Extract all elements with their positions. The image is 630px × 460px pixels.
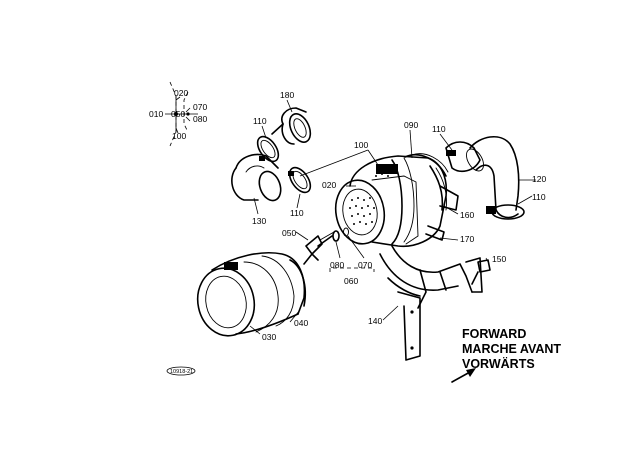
filter-mesh	[349, 173, 389, 225]
inlet-elbow-130	[231, 153, 282, 202]
part-label-040: 040	[294, 318, 308, 328]
part-label-150: 150	[492, 254, 506, 264]
part-label-060: 060	[344, 276, 358, 286]
hose-180	[271, 107, 312, 145]
outlet-clamp-screw	[486, 206, 496, 214]
part-label-080: 080	[330, 260, 344, 270]
part-label-130: 130	[252, 216, 266, 226]
forward-arrow-icon	[451, 368, 476, 383]
part-label-050: 050	[171, 109, 185, 119]
part-label-180: 180	[280, 90, 294, 100]
part-label-120: 120	[532, 174, 546, 184]
wing-nut-050	[303, 231, 335, 265]
outlet-hose-120	[445, 136, 525, 220]
part-label-100: 100	[172, 131, 186, 141]
part-label-110: 110	[532, 192, 546, 202]
direction-marche-avant-text: MARCHE AVANT	[462, 342, 561, 356]
part-label-030: 030	[262, 332, 276, 342]
reference-code-badge: 10918-21	[166, 366, 196, 376]
reference-code-text: 10918-21	[170, 369, 193, 375]
filter-element-030	[196, 251, 306, 337]
stay-140	[397, 291, 421, 361]
part-label-070: 070	[193, 102, 207, 112]
washer-070	[343, 227, 349, 237]
body-latch	[376, 164, 398, 174]
leader-lines	[249, 99, 536, 335]
part-label-080: 080	[193, 114, 207, 124]
hose-clamp-110-lower	[288, 166, 312, 194]
mounting-bracket	[379, 245, 483, 309]
forward-direction-legend: FORWARD MARCHE AVANT VORWÄRTS	[451, 327, 561, 383]
part-label-050: 050	[282, 228, 296, 238]
part-number-labels: 020 010 050 070 080 100 180 110 130 110 …	[149, 88, 546, 342]
wing-nut-detail	[165, 81, 198, 147]
part-label-170: 170	[460, 234, 474, 244]
washer-080	[332, 230, 340, 242]
part-label-070: 070	[358, 260, 372, 270]
part-label-100: 100	[354, 140, 368, 150]
hose-clamp-110-upper	[256, 135, 280, 163]
direction-vorwaerts-text: VORWÄRTS	[462, 356, 535, 371]
part-label-020: 020	[322, 180, 336, 190]
part-label-110: 110	[290, 208, 304, 218]
part-label-160: 160	[460, 210, 474, 220]
part-label-090: 090	[404, 120, 418, 130]
direction-forward-text: FORWARD	[462, 327, 526, 341]
air-cleaner-body	[334, 153, 459, 248]
bolt-150	[471, 259, 491, 285]
part-label-020: 020	[174, 88, 188, 98]
filter-latch	[224, 262, 238, 270]
inlet-clamp-screw	[446, 150, 456, 156]
part-label-010: 010	[149, 109, 163, 119]
part-label-110: 110	[432, 124, 446, 134]
part-label-140: 140	[368, 316, 382, 326]
part-label-110: 110	[253, 116, 267, 126]
